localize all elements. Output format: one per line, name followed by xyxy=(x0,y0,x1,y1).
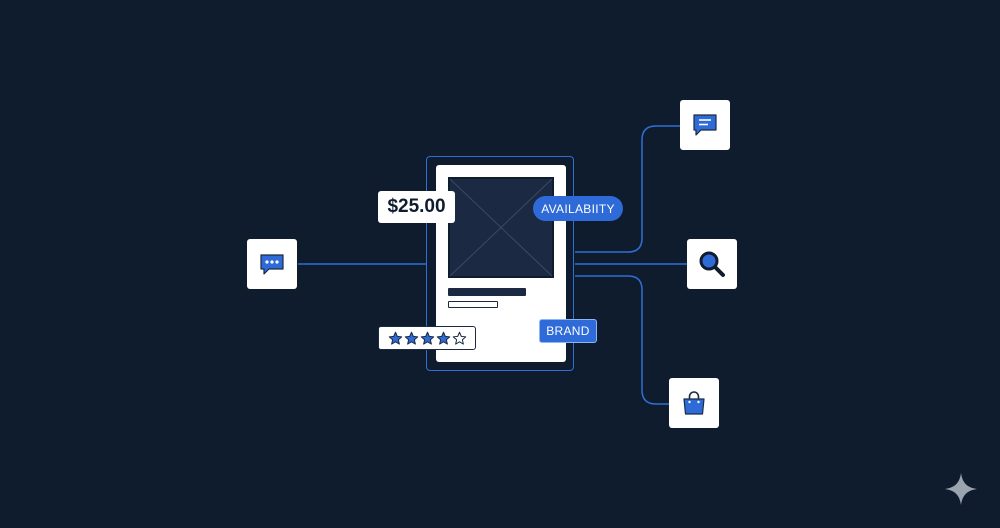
price-tag: $25.00 xyxy=(378,191,455,223)
star-empty-icon xyxy=(452,331,466,345)
image-placeholder xyxy=(448,177,554,278)
search-tile xyxy=(687,239,737,289)
shopping-bag-tile xyxy=(669,378,719,428)
sparkle-icon xyxy=(945,473,977,505)
star-filled-icon xyxy=(388,331,402,345)
shopping-bag-icon xyxy=(683,391,705,415)
star-rating xyxy=(378,326,476,350)
connector-top-right xyxy=(575,125,680,253)
product-subtitle-placeholder xyxy=(448,301,498,308)
connector-bottom-right xyxy=(575,275,669,405)
star-filled-icon xyxy=(420,331,434,345)
product-card-frame xyxy=(426,156,574,371)
message-tile xyxy=(680,100,730,150)
product-title-placeholder xyxy=(448,288,526,296)
search-icon xyxy=(699,251,725,277)
star-filled-icon xyxy=(404,331,418,345)
chat-dots-icon xyxy=(260,254,284,275)
message-icon xyxy=(693,114,717,136)
star-filled-icon xyxy=(436,331,450,345)
availability-pill: AVAILABIITY xyxy=(533,196,623,221)
brand-tag: BRAND xyxy=(539,319,597,343)
chat-dots-tile xyxy=(247,239,297,289)
image-placeholder-icon xyxy=(450,179,552,276)
